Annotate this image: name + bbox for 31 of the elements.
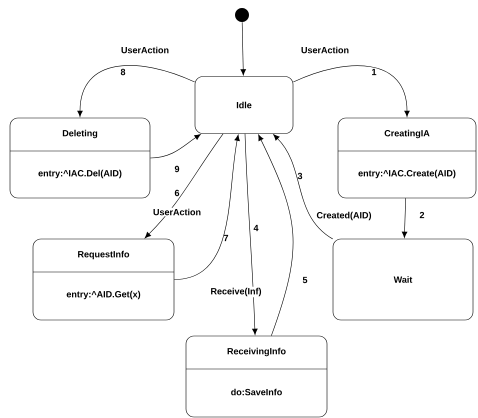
state-box: RequestInfo entry:^AID.Get(x) [32, 238, 174, 320]
state-box: ReceivingInfo do:SaveInfo [186, 336, 328, 418]
transition-number: 7 [224, 234, 228, 242]
transition-number: 4 [254, 224, 258, 232]
transition-number: 9 [174, 166, 180, 172]
arrow [144, 134, 224, 238]
transition-number: 6 [174, 190, 180, 196]
arrow [273, 134, 333, 240]
edge-label: UserAction [120, 46, 170, 54]
arrow [174, 134, 240, 280]
transition-number: 8 [120, 68, 126, 76]
arrow [244, 134, 258, 335]
state-box: Wait [332, 238, 474, 320]
arrow [293, 65, 410, 117]
edge-label: UserAction [300, 46, 350, 54]
state-box: Deleting entry:^IAC.Del(AID) [10, 118, 150, 198]
state-box: Idle [194, 76, 294, 134]
arrow [150, 134, 201, 158]
arrow [258, 134, 294, 336]
transition-number: 1 [372, 68, 376, 76]
arrow [77, 65, 195, 117]
edge-label: Receive(Inf) [210, 286, 263, 298]
edge-label: Created(AID) [316, 210, 372, 222]
state-box: CreatingIA entry:^IAC.Create(AID) [338, 118, 476, 198]
arrow [402, 198, 408, 238]
arrow [240, 22, 246, 76]
transition-number: 2 [420, 212, 424, 218]
transition-number: 5 [302, 276, 308, 284]
edge-label: UserAction [152, 208, 202, 216]
transition-number: 3 [298, 172, 302, 180]
initial-dot [235, 8, 249, 22]
